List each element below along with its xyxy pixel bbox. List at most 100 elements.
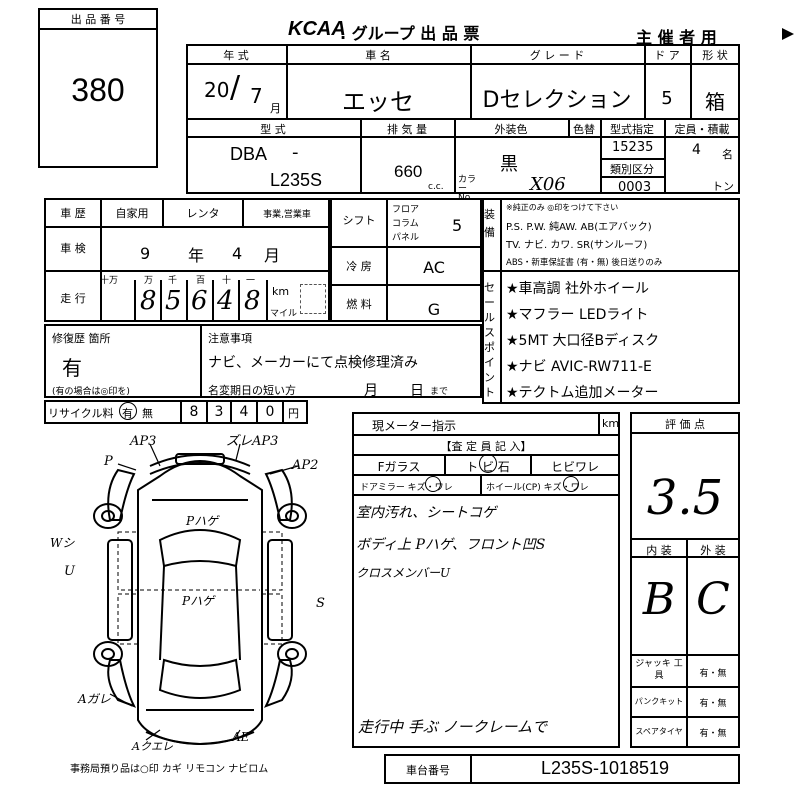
recycle-unit: 円 (288, 407, 299, 420)
divider (644, 44, 646, 118)
interior-grade: B (642, 574, 676, 625)
damage-mark: Pハゲ (182, 594, 215, 608)
wheel-label: ホイール(CP) キズ・ワレ (486, 483, 589, 493)
category-value: 0003 (618, 180, 652, 195)
entry-number: 380 (71, 72, 125, 108)
selling-point: ★5MT 大口径Bディスク (506, 333, 660, 349)
digit-label-10: 十 (222, 276, 232, 286)
model-code: L235S (270, 170, 323, 190)
chip-circle (479, 454, 497, 473)
inspector-header: 【査 定 員 記 入】 (440, 440, 532, 453)
shift-label: シフト (342, 214, 376, 227)
divider (206, 400, 208, 424)
divider (44, 270, 330, 272)
fuel-label: 燃 料 (346, 298, 372, 311)
damage-mark: Wシ (50, 536, 75, 550)
storage-note: 事務局預り品は○印 カギ リモコン ナビロム (70, 764, 269, 775)
inspector-bottom-note: 走行中 手ぶ ノークレームで (358, 718, 548, 736)
divider (690, 44, 692, 118)
damage-mark: U (64, 564, 75, 579)
equipment-line-2: TV. ナビ. カワ. SR(サンルーフ) (506, 240, 648, 251)
capacity-unit: 名 (722, 148, 733, 161)
model-designation-label: 型式指定 (610, 123, 654, 136)
divider (230, 400, 232, 424)
mileage-digit: 8 (140, 286, 157, 316)
damage-mark: AP2 (292, 458, 319, 473)
divider (352, 434, 620, 436)
history-label: 車 歴 (60, 207, 86, 220)
mileage-digit: 5 (165, 286, 182, 316)
divider (242, 198, 244, 226)
damage-mark: Aクエレ (132, 740, 173, 753)
shift-option-panel: パネル (392, 233, 420, 243)
equipment-line-3: ABS・新車保証書 (有・無) 後日送りのみ (506, 258, 663, 268)
equipment-note: ※純正のみ ◎印をつけて下さい (506, 203, 619, 212)
recycle-digit: 4 (239, 404, 249, 420)
capacity-label: 定員・積載 (674, 123, 730, 136)
divider (686, 538, 688, 748)
damage-mark: ズレAP3 (226, 434, 279, 449)
recycle-no: 無 (142, 407, 153, 420)
divider (330, 246, 482, 248)
selling-points-label: セールスポイント (484, 281, 495, 399)
meter-unit: km (602, 417, 620, 430)
doors-label: ド ア (654, 49, 680, 62)
door-mirror-circle (425, 476, 441, 492)
displacement-value: 660 (394, 162, 423, 181)
crack-label: ヒビワレ (550, 460, 599, 474)
recycle-row (44, 400, 308, 424)
divider (470, 754, 472, 784)
arrow-marker-icon (782, 28, 794, 40)
exterior-grade: C (696, 574, 730, 625)
name-change-label: 名変期日の短い方 (208, 384, 296, 397)
model-dash: - (292, 142, 299, 163)
divider (664, 118, 666, 194)
divider (186, 63, 740, 65)
divider (160, 280, 162, 320)
divider (600, 158, 664, 160)
inspector-note: ボディ上 Pハゲ、フロント凹S (356, 537, 546, 553)
color-change-label: 色替 (573, 123, 595, 136)
mileage-digit: 8 (244, 286, 261, 316)
shift-option-floor: フロア (392, 205, 420, 215)
tool-label: パンクキット (634, 697, 684, 706)
mileage-digit: 4 (217, 286, 234, 316)
divider (630, 538, 740, 540)
tool-label: スペアタイヤ (635, 727, 683, 736)
model-designation-value: 15235 (612, 140, 654, 155)
displacement-label: 排 気 量 (387, 123, 427, 136)
damage-mark: S (316, 596, 325, 611)
divider (568, 118, 570, 136)
ac-label: 冷 房 (346, 260, 372, 273)
divider (186, 136, 740, 138)
tool-value: 有・無 (699, 729, 727, 739)
selling-point: ★マフラー LEDライト (506, 307, 649, 323)
divider (180, 400, 182, 424)
notices-label: 注意事項 (208, 332, 252, 345)
name-change-until: まで (430, 387, 449, 397)
name-change-day: 日 (410, 383, 424, 399)
selling-point: ★車高調 社外ホイール (506, 281, 650, 297)
door-mirror-label: ドアミラー キズ・ワレ (360, 483, 453, 493)
month-value: 7 (250, 84, 263, 108)
selling-point: ★ナビ AVIC-RW711-E (506, 359, 652, 375)
repair-note: (有の場合は◎印を) (52, 387, 130, 397)
recycle-label: リサイクル料 (48, 407, 114, 420)
shift-option-column: コラム (392, 219, 419, 229)
recycle-digit: 0 (265, 404, 275, 420)
divider (600, 118, 602, 194)
car-name-label: 車 名 (365, 49, 391, 62)
exterior-color-label: 外装色 (494, 123, 528, 136)
divider (352, 474, 620, 476)
digit-label-10k: 万 (144, 276, 154, 286)
organizer-label: 主 催 者 用 (636, 28, 717, 47)
chassis-number-box (384, 754, 740, 784)
fuel-value: G (427, 300, 441, 319)
damage-mark: P (104, 454, 113, 469)
wheel-circle (563, 476, 579, 492)
repair-value: 有 (62, 356, 82, 380)
load-unit: トン (712, 180, 734, 193)
shape-label: 形 状 (702, 49, 728, 62)
divider (212, 280, 214, 320)
